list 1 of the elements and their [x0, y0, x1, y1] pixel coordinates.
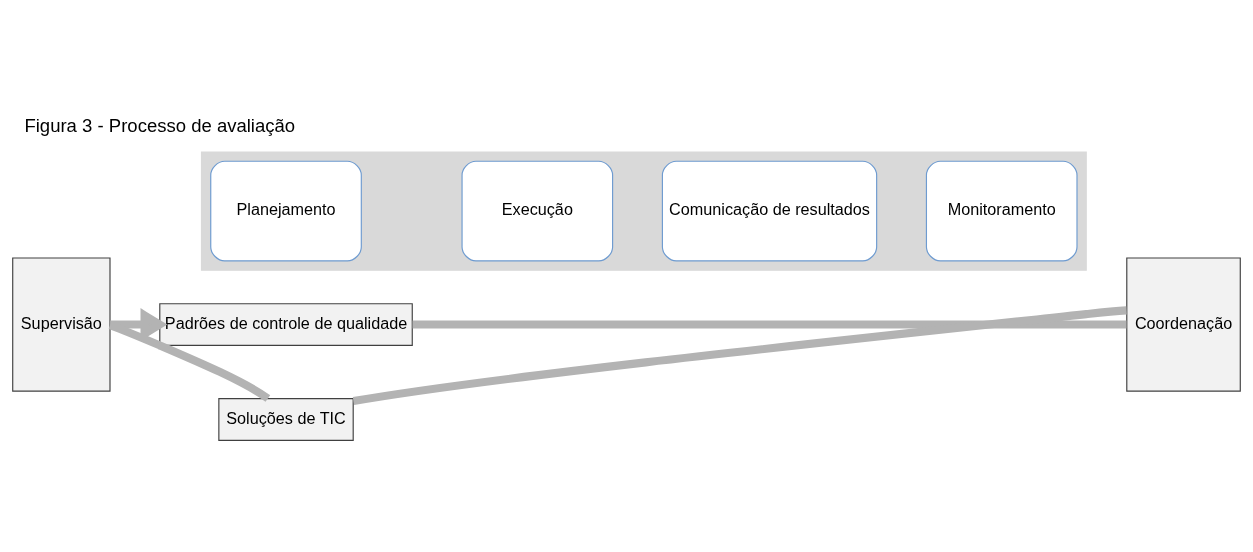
diagram-title: Figura 3 - Processo de avaliação	[24, 114, 296, 136]
